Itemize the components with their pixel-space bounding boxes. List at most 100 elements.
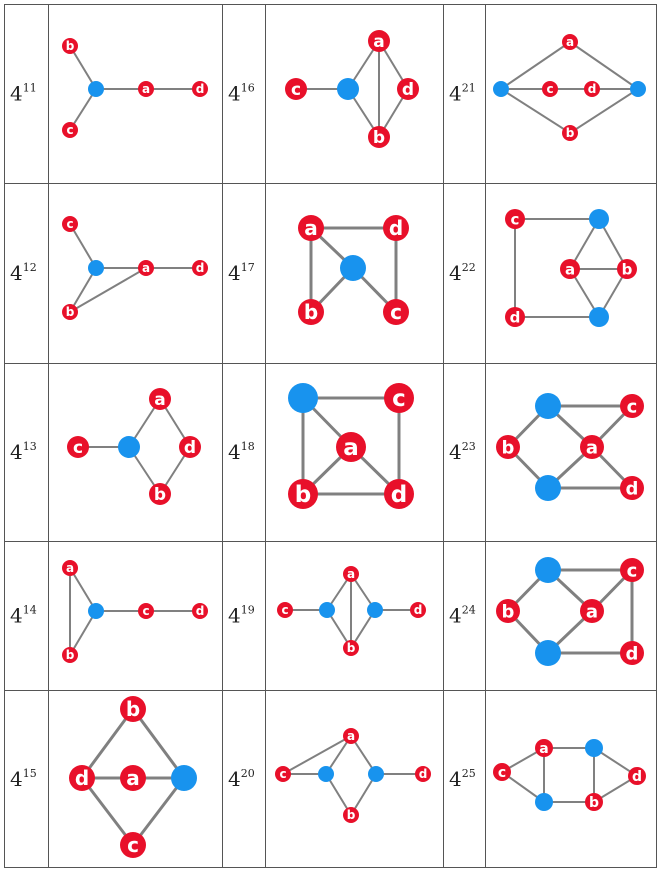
graph-node-circle: [505, 209, 525, 229]
graph-node-label: a: [142, 261, 150, 275]
graph-node-label: c: [281, 603, 288, 617]
graph-node-label: a: [373, 32, 384, 52]
graph-node-b: b: [617, 259, 637, 279]
graph-node-d: d: [620, 641, 644, 665]
graph-node-a: a: [298, 215, 324, 241]
graph-node-label: c: [546, 82, 553, 96]
graph-node-circle: [542, 81, 558, 97]
graph-node-unlabeled: [535, 557, 561, 583]
cell-label-exponent: 19: [241, 604, 255, 617]
graph-node-circle: [343, 566, 359, 582]
graph-node-label: d: [196, 604, 205, 618]
graph-node-circle: [496, 435, 520, 459]
graph-node-label: b: [502, 437, 515, 458]
graph-node-unlabeled: [337, 78, 359, 100]
graph-node-label: b: [66, 648, 75, 662]
cell-label-exponent: 24: [462, 604, 476, 617]
graph-node-c: c: [620, 394, 644, 418]
graph-edge: [69, 88, 97, 131]
graph-node-circle: [493, 763, 511, 781]
cell-label: 416: [228, 82, 255, 106]
graph-node-circle: [620, 641, 644, 665]
graph-node-a: a: [368, 30, 390, 52]
graph-node-circle: [336, 432, 366, 462]
graph-node-a: a: [120, 765, 146, 791]
graph-edge: [69, 567, 97, 612]
graph-node-c: c: [62, 216, 78, 232]
graph-node-circle: [493, 81, 509, 97]
graph-node-circle: [620, 394, 644, 418]
graph-node-label: a: [586, 601, 598, 622]
graph-node-label: d: [626, 478, 639, 499]
graph-node-label: d: [510, 308, 521, 326]
graph-node-label: b: [347, 641, 356, 655]
cell-label-exponent: 15: [23, 767, 37, 780]
graph-node-unlabeled: [493, 81, 509, 97]
graph-node-label: b: [347, 808, 356, 822]
graph-node-b: b: [288, 479, 318, 509]
graph-node-circle: [179, 436, 201, 458]
cell-label-exponent: 21: [462, 82, 476, 95]
graph-node-unlabeled: [318, 766, 334, 782]
table-border: [4, 4, 657, 868]
graph-edge: [69, 267, 97, 313]
graph-node-circle: [496, 599, 520, 623]
graph-edge: [131, 776, 186, 847]
graph-node-circle: [298, 299, 324, 325]
graph-node-circle: [368, 766, 384, 782]
graph-node-circle: [62, 38, 78, 54]
graph-node-label: b: [566, 126, 575, 140]
cell-label-base: 4: [228, 767, 241, 791]
graph-node-b: b: [120, 696, 146, 722]
graph-node-circle: [120, 696, 146, 722]
graph-node-unlabeled: [319, 602, 335, 618]
graph-node-label: d: [196, 261, 205, 275]
graph-node-c: c: [620, 558, 644, 582]
graph-node-circle: [149, 483, 171, 505]
graph-node-label: b: [295, 482, 311, 508]
cell-label: 411: [10, 82, 37, 106]
graph-node-b: b: [62, 304, 78, 320]
graph-node-label: c: [127, 833, 139, 857]
graph-edge: [69, 267, 147, 313]
graph-node-b: b: [496, 599, 520, 623]
graph-node-circle: [384, 479, 414, 509]
cell-label: 421: [449, 82, 476, 106]
graph-node-unlabeled: [535, 793, 553, 811]
graph-node-circle: [628, 767, 646, 785]
graph-node-d: d: [505, 307, 525, 327]
graph-node-unlabeled: [88, 603, 104, 619]
graph-node-circle: [535, 393, 561, 419]
graph-node-d: d: [584, 81, 600, 97]
graph-node-c: c: [67, 436, 89, 458]
graph-edge: [325, 773, 352, 816]
graph-node-label: b: [589, 795, 599, 811]
graph-edge: [500, 88, 571, 134]
graph-node-a: a: [138, 260, 154, 276]
graph-node-label: d: [626, 643, 639, 664]
graph-node-circle: [192, 260, 208, 276]
graph-edge: [69, 610, 97, 656]
graph-node-circle: [589, 209, 609, 229]
graph-node-label: a: [142, 82, 150, 96]
graph-node-c: c: [383, 299, 409, 325]
graph-node-unlabeled: [367, 602, 383, 618]
graph-node-b: b: [585, 793, 603, 811]
cell-label-base: 4: [449, 604, 462, 628]
cell-label-exponent: 22: [462, 261, 476, 274]
graph-node-label: d: [402, 80, 414, 100]
graph-node-label: d: [419, 767, 428, 781]
graph-node-label: a: [304, 216, 318, 240]
graph-node-b: b: [62, 647, 78, 663]
graph-node-circle: [384, 383, 414, 413]
graph-node-d: d: [384, 479, 414, 509]
graph-node-circle: [368, 30, 390, 52]
graph-node-circle: [580, 599, 604, 623]
cell-label-base: 4: [228, 261, 241, 285]
cell-label: 412: [10, 261, 37, 285]
graph-node-unlabeled: [589, 209, 609, 229]
